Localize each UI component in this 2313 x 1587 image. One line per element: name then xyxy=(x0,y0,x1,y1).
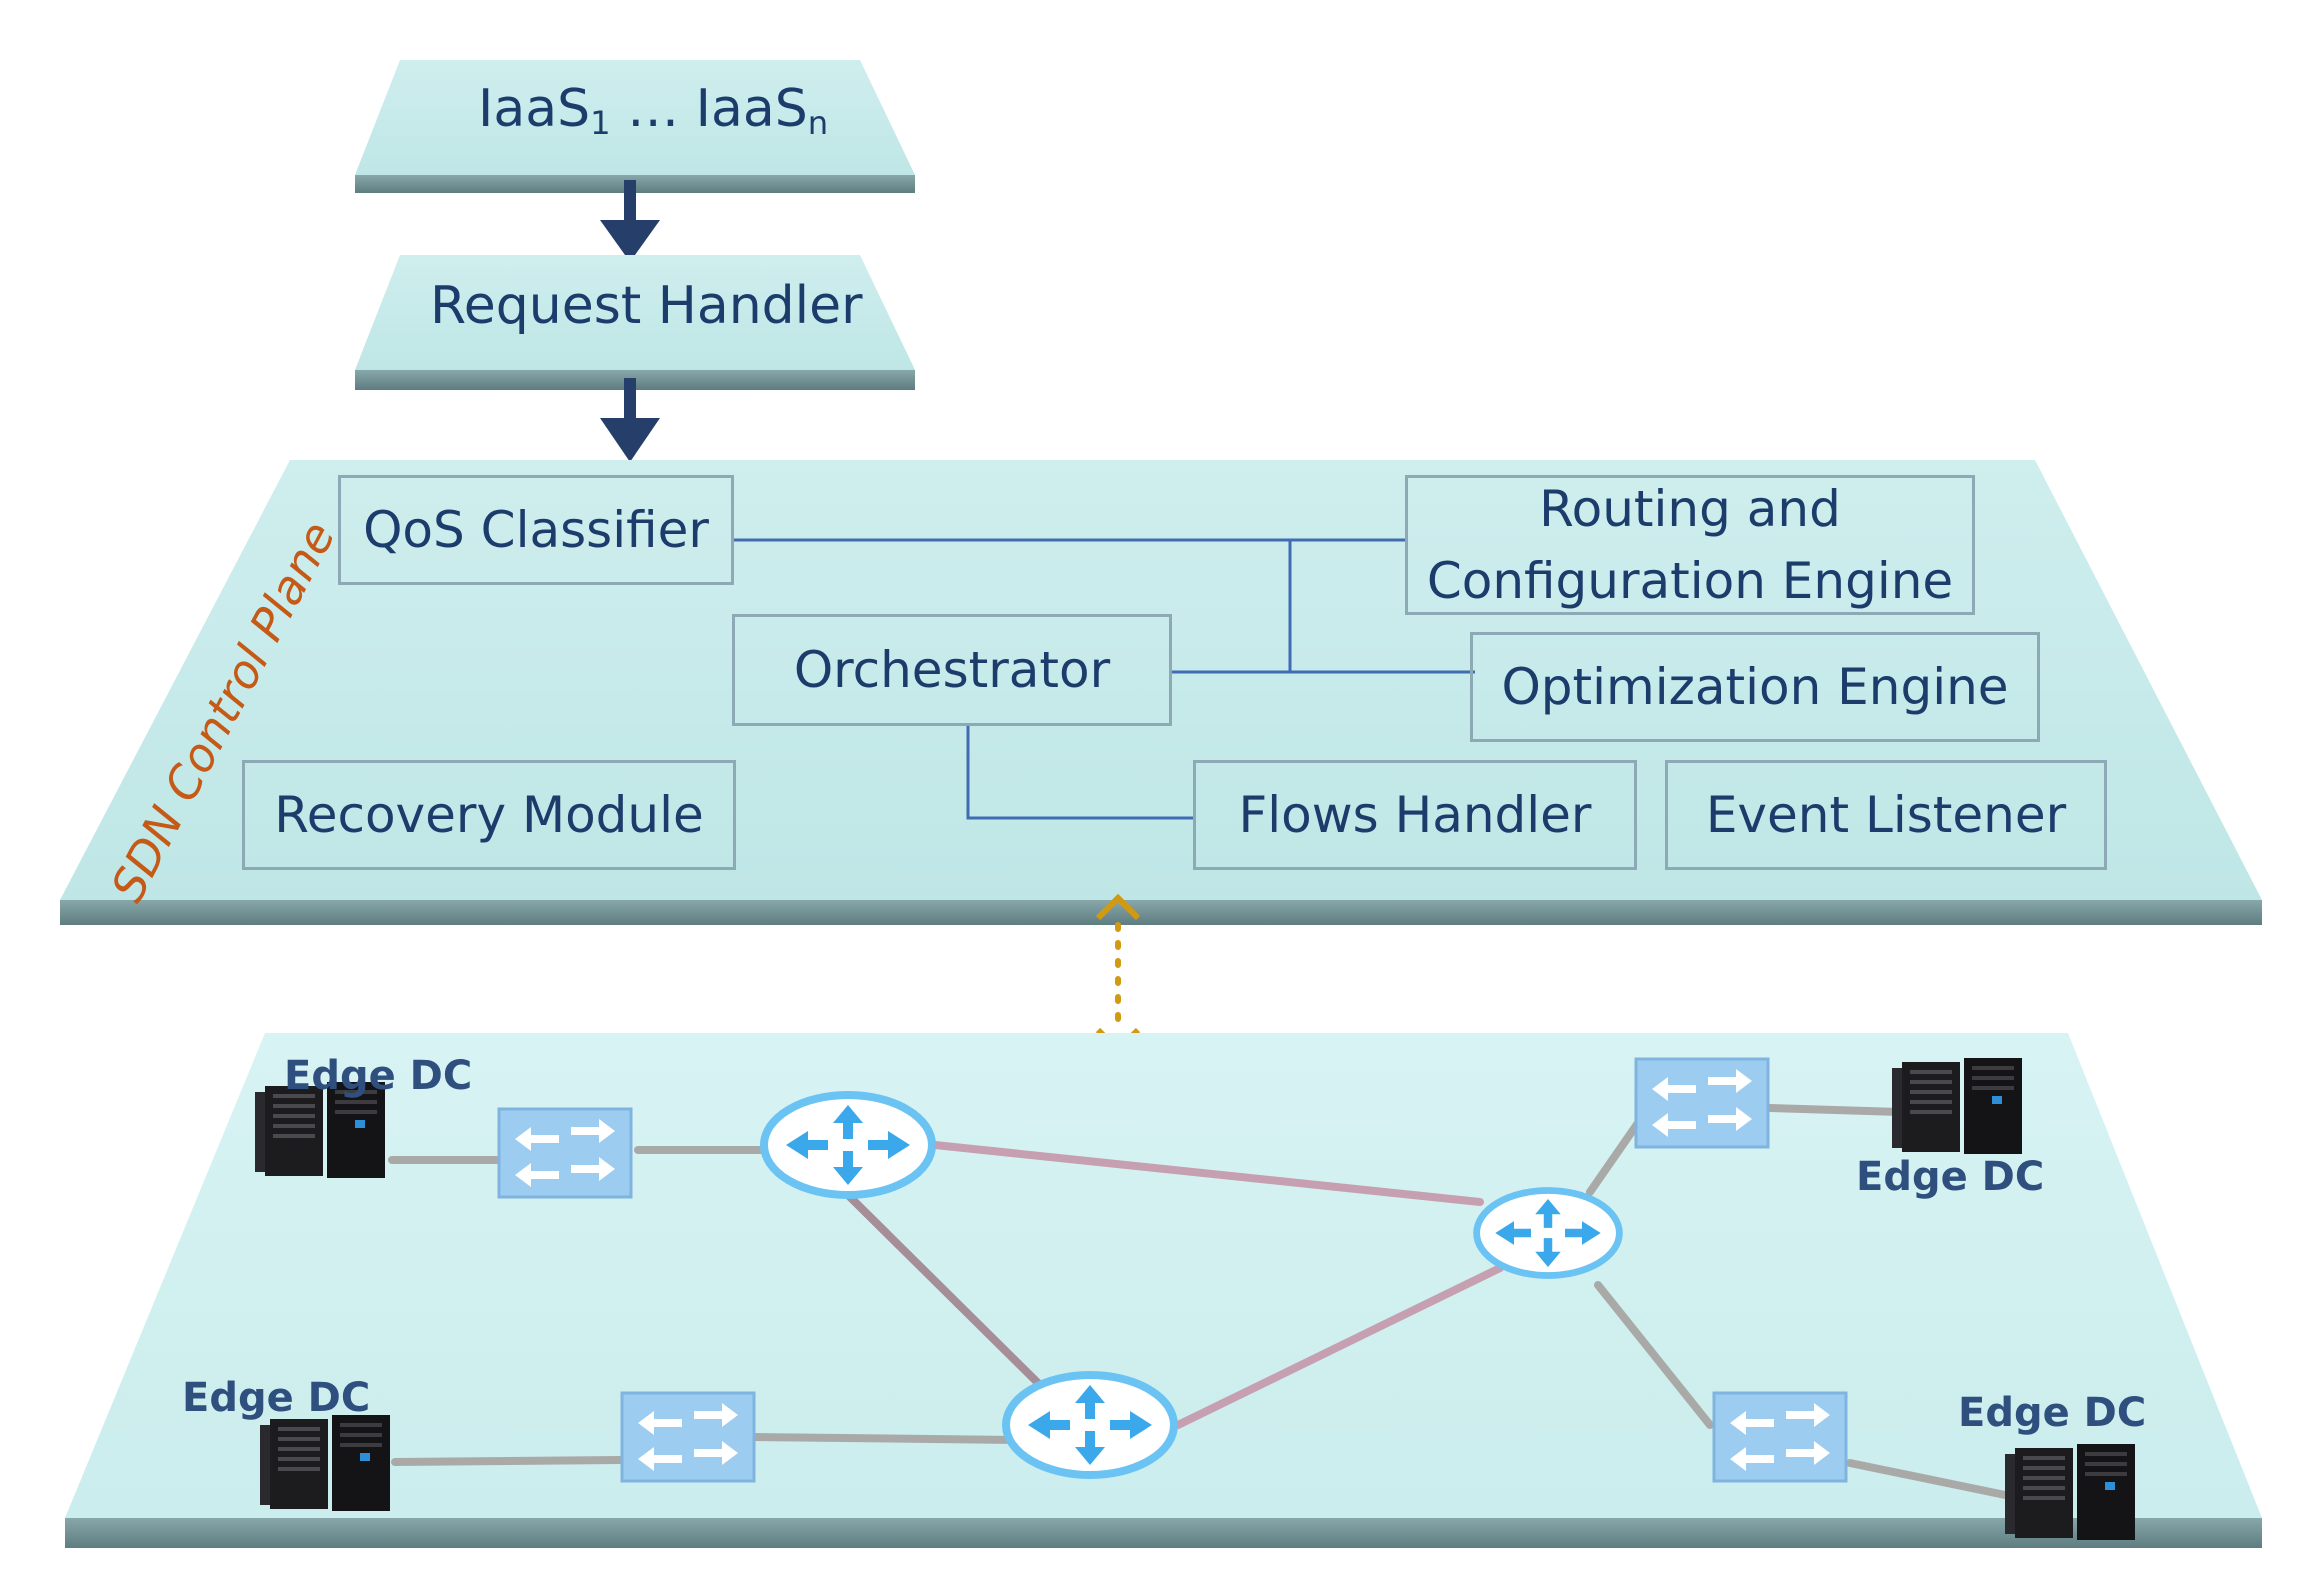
orchestrator-box: Orchestrator xyxy=(732,614,1172,726)
router-icon xyxy=(1477,1191,1620,1276)
recovery-module-box: Recovery Module xyxy=(242,760,736,870)
arrow-iaas-to-request xyxy=(600,180,660,262)
flows-handler-box: Flows Handler xyxy=(1193,760,1637,870)
switch-icon xyxy=(1634,1057,1770,1149)
routing-engine-box: Routing and Configuration Engine xyxy=(1405,475,1975,615)
optimization-engine-box: Optimization Engine xyxy=(1470,632,2040,742)
edge-dc-server-icon xyxy=(2005,1444,2135,1540)
router-icon xyxy=(764,1095,932,1195)
edge-dc-label: Edge DC xyxy=(284,1053,473,1099)
edge-dc-server-icon xyxy=(260,1415,390,1511)
routing-engine-line1: Routing and xyxy=(1539,479,1841,538)
switch-icon xyxy=(620,1391,756,1483)
sdn-control-plane xyxy=(60,460,2262,925)
event-listener-box: Event Listener xyxy=(1665,760,2107,870)
arrow-request-to-control xyxy=(600,378,660,462)
edge-dc-server-icon xyxy=(1892,1058,2022,1154)
request-handler-label: Request Handler xyxy=(430,276,863,336)
routing-engine-line2: Configuration Engine xyxy=(1426,552,1954,610)
network-links xyxy=(388,1104,2014,1500)
qos-classifier-box: QoS Classifier xyxy=(338,475,734,585)
edge-dc-label: Edge DC xyxy=(1958,1390,2147,1436)
switch-icon xyxy=(497,1107,633,1199)
edge-dc-label: Edge DC xyxy=(182,1375,371,1421)
edge-dc-label: Edge DC xyxy=(1856,1154,2045,1200)
router-icon xyxy=(1006,1375,1174,1475)
switch-icon xyxy=(1712,1391,1848,1483)
iaas-label: IaaS1 … IaaSn xyxy=(478,79,829,143)
control-connectors xyxy=(732,538,1475,820)
